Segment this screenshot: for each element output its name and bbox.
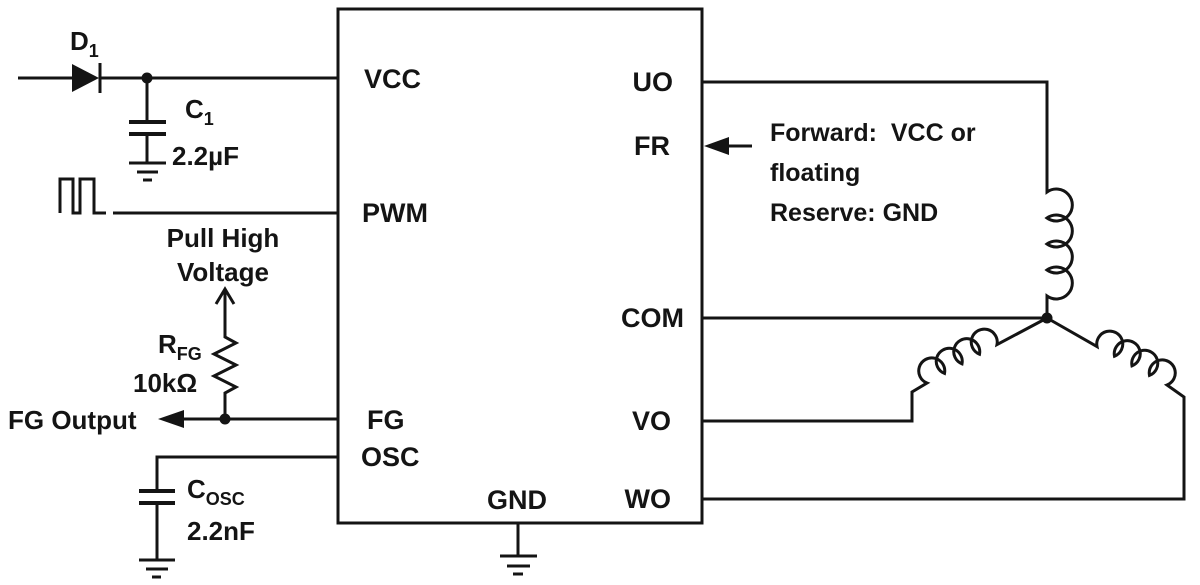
ground-icon-gnd [500,554,537,576]
fg-output-arrow-icon [158,410,184,428]
diode-d1-icon [72,63,102,93]
label-rfg-value: 10kΩ [133,368,197,398]
pin-label-vcc: VCC [364,64,421,94]
pin-label-fr: FR [634,131,670,161]
label-fr-note-2: floating [770,159,860,187]
pin-label-uo: UO [633,67,674,97]
junction-dot [219,413,231,425]
pin-label-pwm: PWM [362,198,428,228]
pwm-waveform-icon [58,177,106,215]
label-cosc: COSC [187,474,245,509]
capacitor-c1-icon [129,78,166,163]
label-fr-note-1: Forward: VCC or [770,119,976,147]
label-fg-output: FG Output [8,405,137,435]
pin-label-gnd: GND [487,485,547,515]
ground-icon-cosc [139,558,175,579]
inductor-w-phase [702,316,1186,501]
ground-icon-c1 [129,161,166,182]
pin-label-wo: WO [625,484,672,514]
motor-windings [702,80,1186,501]
ic-body [336,7,704,525]
gnd-branch [500,523,537,576]
label-pull-high-1: Pull High [167,223,280,253]
fr-input-branch [704,137,752,155]
label-cosc-value: 2.2nF [187,516,255,546]
pin-label-vo: VO [632,406,671,436]
label-rfg: RFG [158,329,202,364]
label-c1-value: 2.2µF [172,141,239,171]
star-point-dot [1041,312,1053,324]
pin-label-fg: FG [367,405,405,435]
label-fr-note-3: Reserve: GND [770,199,938,227]
osc-branch [139,455,338,579]
resistor-rfg-icon [210,330,240,419]
osc-wire [155,455,338,491]
label-d1: D1 [70,26,99,61]
inductor-v-phase [702,316,1048,423]
vcc-input-branch [18,63,338,182]
capacitor-cosc-icon [139,489,175,560]
label-c1: C1 [185,94,214,129]
fr-input-arrow-icon [704,137,729,155]
pin-label-osc: OSC [361,442,420,472]
diode-triangle [72,64,99,92]
pin-label-com: COM [621,303,684,333]
pwm-input-branch [58,177,338,215]
fg-pullup-branch [158,286,338,428]
up-arrow-icon [214,286,236,305]
inductor-u-phase [702,80,1074,318]
label-pull-high-2: Voltage [177,257,269,287]
